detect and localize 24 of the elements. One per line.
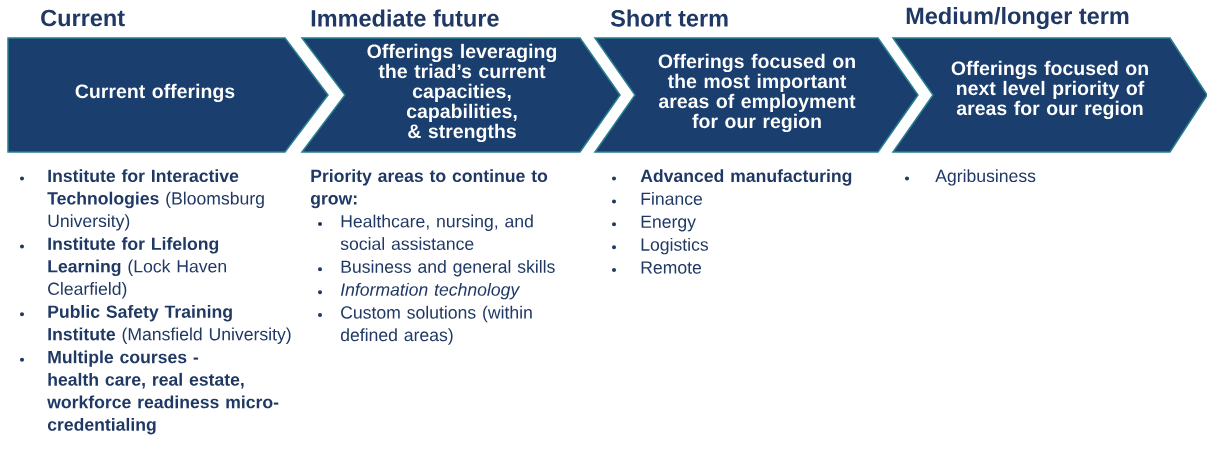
stage-heading: Medium/longer term xyxy=(906,7,1129,29)
bullet-item: Agribusiness xyxy=(905,169,1036,186)
bullet-item: Remote xyxy=(612,261,702,274)
bullet-item: Finance xyxy=(612,192,703,205)
stage-band: Offerings focused on the most important areas of employment for our region xyxy=(593,37,919,153)
stage-band: Current offerings xyxy=(7,37,329,153)
bullet-item: Logistics xyxy=(612,237,709,255)
bullet-item: Institute for Interactive Technologies (Bloomsburg University) xyxy=(20,169,264,231)
stage-heading: Current xyxy=(41,9,125,27)
bullet-item: Institute for Lifelong Learning (Lock Haven Clearfield) xyxy=(20,237,226,299)
bullet-item: Custom solutions (within defined areas) xyxy=(318,305,532,345)
bullet-item: Advanced manufacturing xyxy=(612,169,852,186)
bullet-item: Information technology xyxy=(318,282,521,300)
stage-band: Offerings leveraging the triad’s current capacities, capabilities, & strengths xyxy=(300,37,621,153)
bullet-item: Business and general skills xyxy=(318,260,555,277)
stage-band: Offerings focused on next level priority of areas for our region xyxy=(891,37,1207,153)
bullet-item: Public Safety Training Institute (Mansfield University) xyxy=(20,305,291,344)
bullet-item: Healthcare, nursing, and social assistance xyxy=(318,214,533,250)
bullet-item: Multiple courses - health care, real estate, workforce readiness micro-credentialing xyxy=(20,350,279,435)
stage-heading: Immediate future xyxy=(311,9,499,27)
node-label: Offerings focused on next level priority of areas for our region xyxy=(951,60,1148,120)
list-heading: Priority areas to continue to grow: xyxy=(310,169,548,209)
stage-heading: Short term xyxy=(610,9,728,27)
bullet-item: Energy xyxy=(612,215,696,232)
